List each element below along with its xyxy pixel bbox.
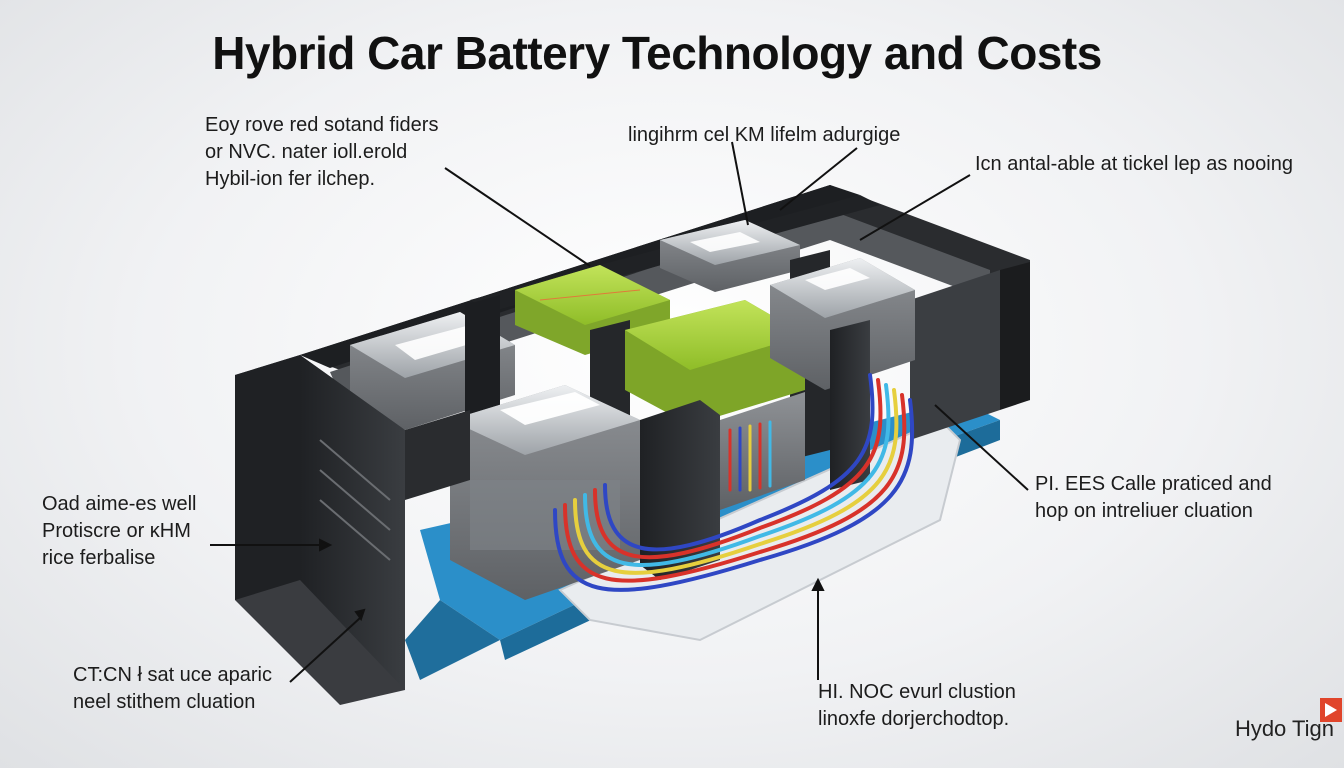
cell-front-gray — [450, 385, 640, 600]
callout-bottom-center: HI. NOC evurl clustion linoxfe dorjercho… — [818, 679, 1016, 733]
callout-top-center: lingihrm cel KM lifelm adurgige — [628, 122, 900, 149]
callout-middle-left-line2: Protiscre or ĸHM — [42, 520, 191, 542]
callout-bottom-left-line2: neel stithem cluation — [73, 691, 256, 713]
callout-top-left-line2: or NVC. nater ioll.erold — [205, 141, 408, 163]
callout-middle-right-line1: PI. EES Calle praticed and — [1035, 473, 1272, 495]
callout-top-left-line3: Hybil-ion fer ilchep. — [205, 168, 376, 190]
cell-right-gray — [770, 258, 915, 390]
callout-leaders — [210, 141, 1029, 683]
callout-top-right-line1: Icn antal-able at tickel lep as nooing — [975, 153, 1293, 175]
callout-middle-left-line3: rice ferbalise — [42, 547, 156, 569]
cell-front-green — [625, 300, 805, 510]
callout-middle-left-line1: Oad aime-es well — [42, 493, 197, 515]
callout-top-right: Icn antal-able at tickel lep as nooing — [975, 151, 1293, 178]
casing-right-wall — [1000, 262, 1030, 410]
callout-middle-right-line2: hop on intreliuer cluation — [1035, 500, 1253, 522]
callout-top-left: Eoy rove red sotand fiders or NVC. nater… — [205, 112, 438, 193]
front-rail — [405, 410, 470, 500]
callout-top-center-line1: lingihrm cel KM lifelm adurgige — [628, 124, 901, 146]
brand-name: Hydo Tign — [1234, 716, 1334, 741]
brand-logo-icon — [1320, 698, 1342, 722]
callout-middle-right: PI. EES Calle praticed and hop on intrel… — [1035, 471, 1272, 525]
page-title: Hybrid Car Battery Technology and Costs — [212, 27, 1102, 79]
callout-bottom-left: CT:CN ł sat uce aparic neel stithem clua… — [73, 662, 272, 716]
callout-top-left-line1: Eoy rove red sotand fiders — [205, 114, 439, 136]
callout-bottom-left-line1: CT:CN ł sat uce aparic — [73, 664, 272, 686]
cell-back-gray-right — [660, 220, 800, 292]
callout-bottom-center-line2: linoxfe dorjerchodtop. — [818, 708, 1010, 730]
callout-middle-left: Oad aime-es well Protiscre or ĸHM rice f… — [42, 491, 197, 572]
wiring-harness — [553, 373, 915, 592]
callout-bottom-center-line1: HI. NOC evurl clustion — [818, 681, 1016, 703]
